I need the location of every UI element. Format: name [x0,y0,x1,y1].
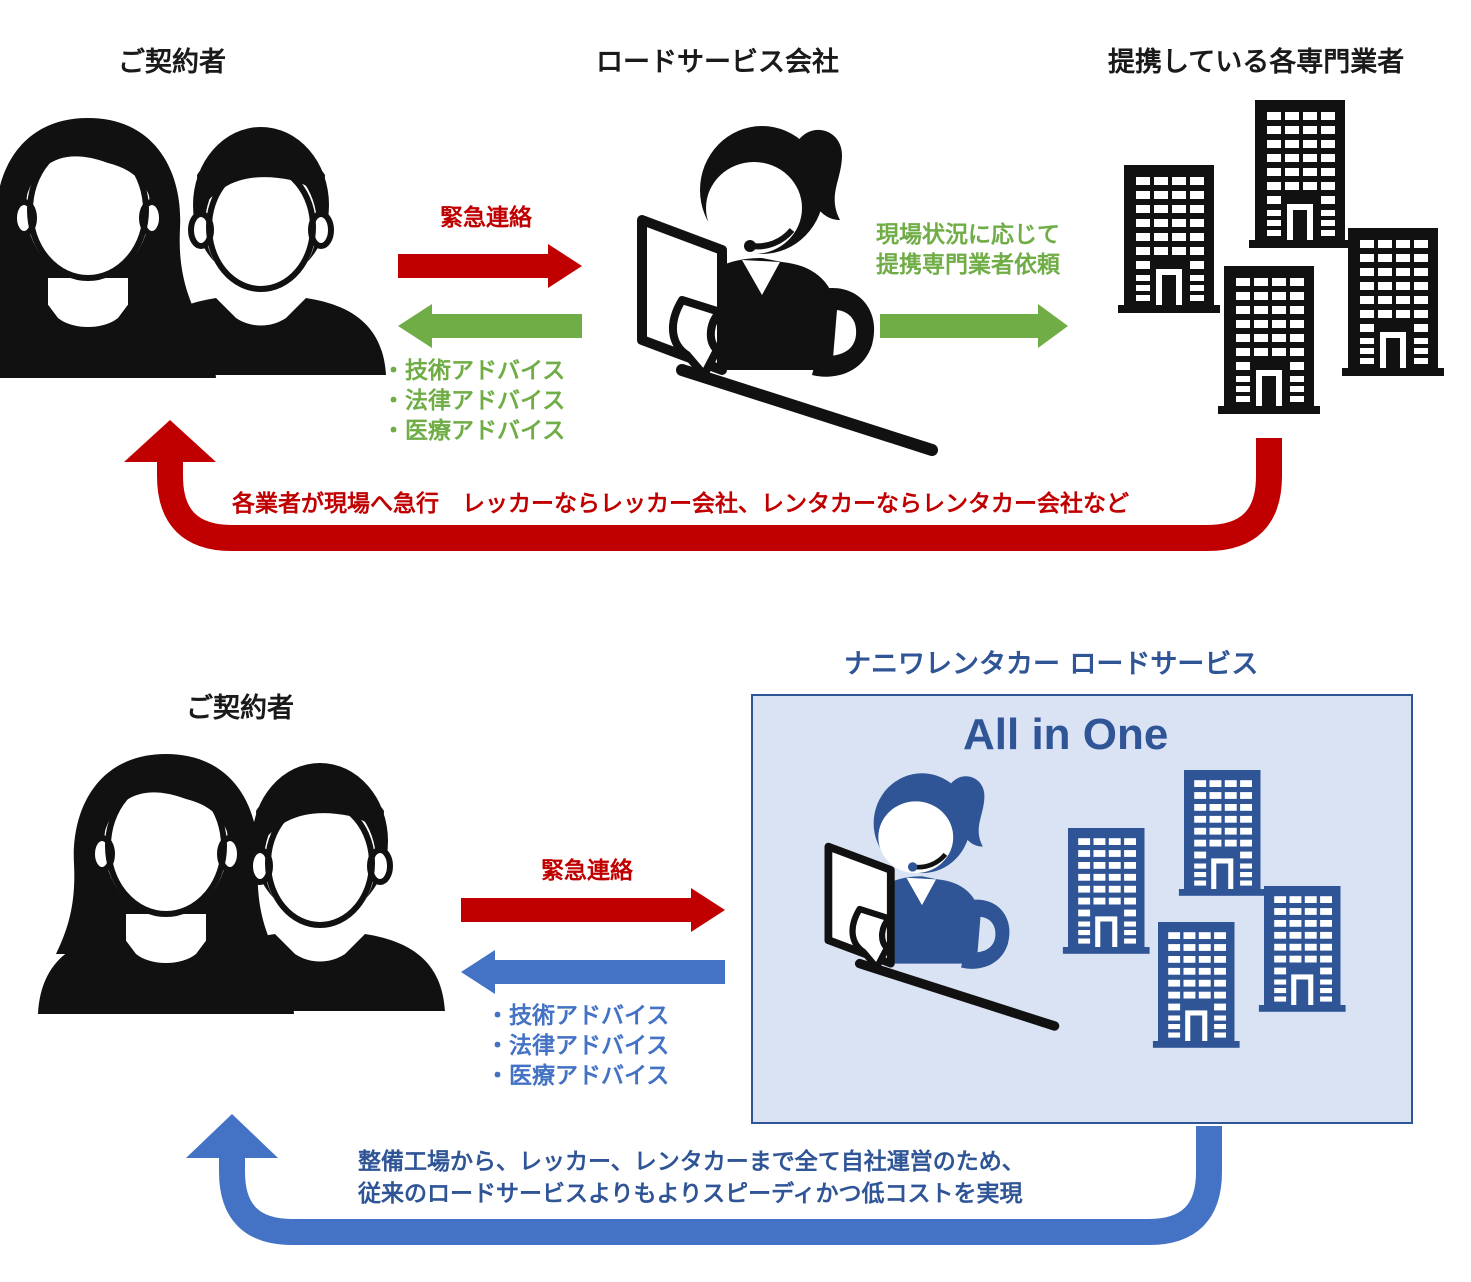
building-icon [1152,922,1240,1048]
top-return-label: 各業者が現場へ急行 レッカーならレッカー会社、レンタカーならレンタカー会社など [232,491,1129,517]
bottom-return-label: 整備工場から、レッカー、レンタカーまで全て自社運営のため、 従来のロードサービス… [358,1146,1025,1210]
top-advice-item: ・法律アドバイス [382,388,566,414]
top-dispatch-line2: 提携専門業者依頼 [876,252,1060,278]
bottom-service-title: ナニワレンタカー ロードサービス [844,649,1259,680]
top-dispatch-label: 現場状況に応じて 提携専門業者依頼 [876,220,1060,280]
building-icon [1178,770,1266,896]
bottom-return-line1: 整備工場から、レッカー、レンタカーまで全て自社運営のため、 [358,1149,1025,1175]
bottom-advice-item: ・技術アドバイス [486,1003,670,1029]
building-icon [1249,100,1351,248]
building-icon [1342,228,1444,376]
top-advice-arrow [398,304,582,348]
bottom-advice-list: ・技術アドバイス ・法律アドバイス ・医療アドバイス [486,1001,669,1091]
top-dispatch-arrow [880,304,1068,348]
bottom-advice-arrow [461,950,725,994]
top-advice-list: ・技術アドバイス ・法律アドバイス ・医療アドバイス [382,356,565,446]
top-advice-item: ・技術アドバイス [382,358,566,384]
bottom-emergency-label: 緊急連絡 [541,858,633,884]
top-return-arrow [124,420,1282,551]
bottom-advice-item: ・法律アドバイス [486,1033,670,1059]
operator-icon [642,126,932,450]
all-in-one-title: All in One [963,710,1169,759]
top-customer-label: ご契約者 [118,47,226,78]
bottom-customer-label: ご契約者 [186,693,294,724]
building-icon [1218,266,1320,414]
building-icon [1258,886,1346,1012]
building-icon [1118,165,1220,313]
bottom-return-arrow [186,1114,1222,1245]
top-emergency-label: 緊急連絡 [440,205,532,231]
top-partners-label: 提携している各専門業者 [1108,47,1405,78]
bottom-advice-item: ・医療アドバイス [486,1063,670,1089]
bottom-return-line2: 従来のロードサービスよりもよりスピーディかつ低コストを実現 [358,1181,1023,1207]
building-icon [1062,828,1150,954]
operator-icon [828,773,1054,1026]
bottom-emergency-arrow [461,888,725,932]
top-dispatch-line1: 現場状況に応じて [876,222,1060,248]
top-road-service-label: ロードサービス会社 [596,47,839,78]
top-emergency-arrow [398,244,582,288]
top-advice-item: ・医療アドバイス [382,418,566,444]
